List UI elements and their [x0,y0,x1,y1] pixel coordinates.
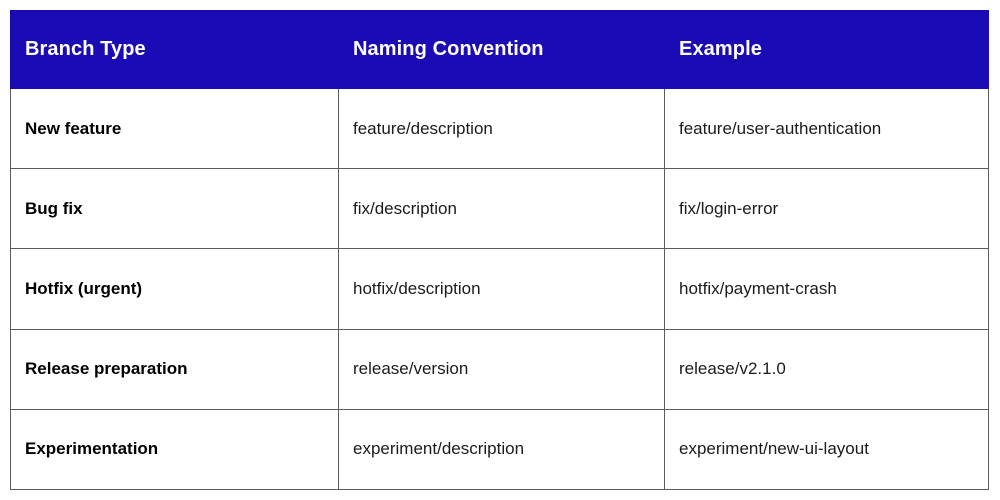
table-body: New feature feature/description feature/… [10,87,989,491]
table-header-row: Branch Type Naming Convention Example [10,10,989,89]
branch-naming-table-container: Branch Type Naming Convention Example Ne… [10,10,989,491]
table-row: Hotfix (urgent) hotfix/description hotfi… [10,248,989,330]
cell-branch-type: Release preparation [10,328,339,410]
cell-naming-convention: experiment/description [338,408,665,491]
column-header-naming-convention: Naming Convention [338,10,665,89]
table-row: Release preparation release/version rele… [10,328,989,410]
table-header: Branch Type Naming Convention Example [10,10,989,89]
cell-example: fix/login-error [664,168,989,250]
cell-example: experiment/new-ui-layout [664,408,989,491]
cell-branch-type: Experimentation [10,408,339,491]
column-header-branch-type: Branch Type [10,10,339,89]
column-header-example: Example [664,10,989,89]
cell-naming-convention: fix/description [338,168,665,250]
branch-naming-table: Branch Type Naming Convention Example Ne… [10,10,989,491]
cell-example: hotfix/payment-crash [664,248,989,330]
cell-naming-convention: release/version [338,328,665,410]
cell-branch-type: New feature [10,87,339,170]
table-row: Experimentation experiment/description e… [10,408,989,491]
cell-example: feature/user-authentication [664,87,989,170]
cell-branch-type: Bug fix [10,168,339,250]
table-row: Bug fix fix/description fix/login-error [10,168,989,250]
cell-branch-type: Hotfix (urgent) [10,248,339,330]
cell-example: release/v2.1.0 [664,328,989,410]
cell-naming-convention: feature/description [338,87,665,170]
cell-naming-convention: hotfix/description [338,248,665,330]
table-row: New feature feature/description feature/… [10,87,989,170]
